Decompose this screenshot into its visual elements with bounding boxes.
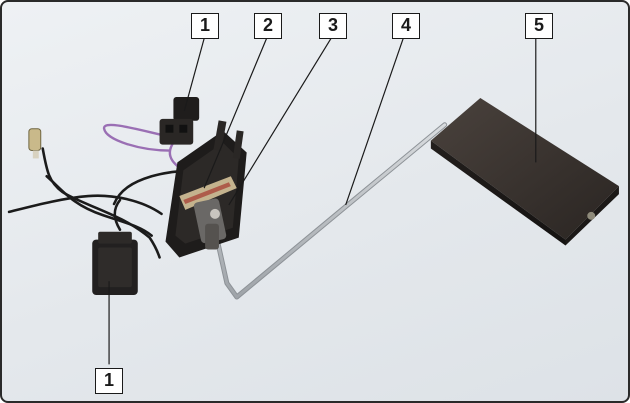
wire-terminal xyxy=(28,128,42,159)
leader-line-2 xyxy=(203,38,268,189)
leader-line-1-top xyxy=(183,38,205,112)
callout-2: 2 xyxy=(254,13,282,39)
callout-5: 5 xyxy=(525,13,553,39)
leader-lines xyxy=(108,38,537,365)
top-connector xyxy=(159,97,200,145)
black-wires xyxy=(7,147,193,259)
callout-1-bottom: 1 xyxy=(95,368,123,394)
float-block xyxy=(430,98,619,246)
slider-contact xyxy=(193,198,227,250)
float-arm-rod xyxy=(212,122,448,300)
lower-connector xyxy=(92,231,138,296)
callout-4: 4 xyxy=(392,13,420,39)
callout-3: 3 xyxy=(319,13,347,39)
resistor-board xyxy=(179,176,237,210)
leader-line-4 xyxy=(345,38,404,206)
leader-line-3 xyxy=(228,38,332,206)
callout-1-top: 1 xyxy=(191,13,219,39)
